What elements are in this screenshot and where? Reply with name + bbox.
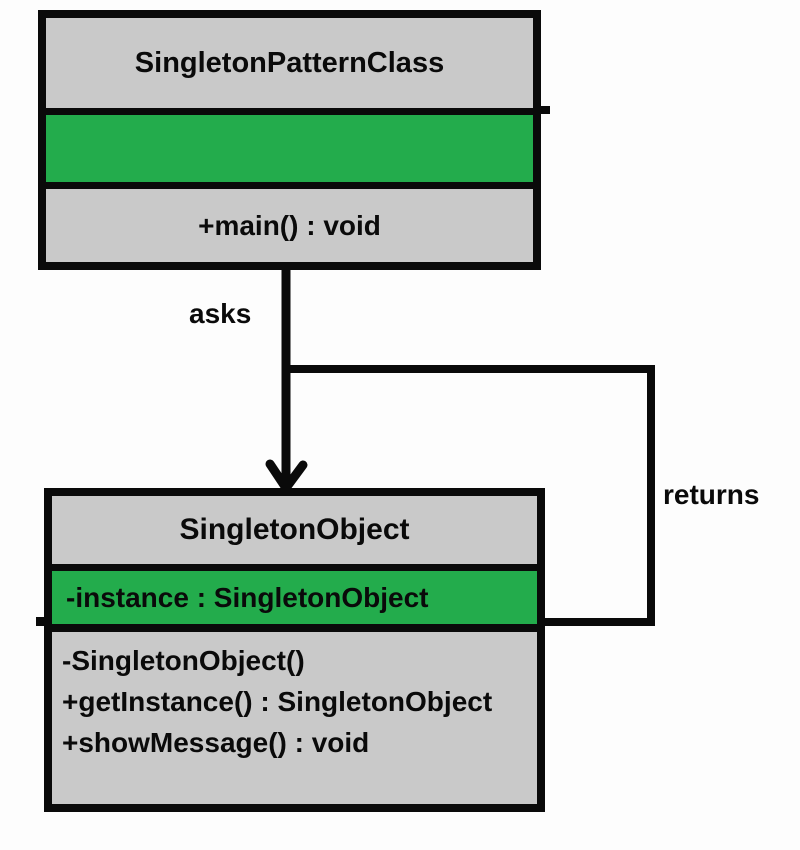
methods-section: +main() : void — [46, 189, 533, 262]
class-title-singleton-pattern-class: SingletonPatternClass — [46, 18, 533, 108]
returns-edge-label: returns — [663, 479, 760, 510]
class-box-singleton-pattern-class: SingletonPatternClass +main() : void — [38, 10, 541, 270]
method-label: +main() : void — [198, 209, 381, 241]
section-divider — [52, 624, 537, 632]
class-name-label: SingletonPatternClass — [134, 46, 445, 79]
attribute-label: -instance : SingletonObject — [66, 581, 429, 613]
divider-nub — [36, 617, 44, 626]
attributes-section-empty — [46, 115, 533, 182]
asks-arrowhead-icon — [265, 459, 308, 493]
method-label: +getInstance() : SingletonObject — [62, 686, 493, 717]
class-name-label: SingletonObject — [179, 513, 410, 546]
method-label: +showMessage() : void — [62, 727, 370, 758]
divider-nub — [541, 106, 550, 114]
asks-edge-label: asks — [189, 298, 252, 329]
section-divider — [52, 564, 537, 571]
class-box-singleton-object: SingletonObject -instance : SingletonObj… — [44, 488, 545, 812]
class-title-singleton-object: SingletonObject — [52, 496, 537, 564]
methods-section: -SingletonObject() +getInstance() : Sing… — [52, 632, 537, 804]
attributes-section: -instance : SingletonObject — [52, 571, 537, 624]
section-divider — [46, 108, 533, 115]
section-divider — [46, 182, 533, 189]
method-label: -SingletonObject() — [62, 645, 305, 676]
